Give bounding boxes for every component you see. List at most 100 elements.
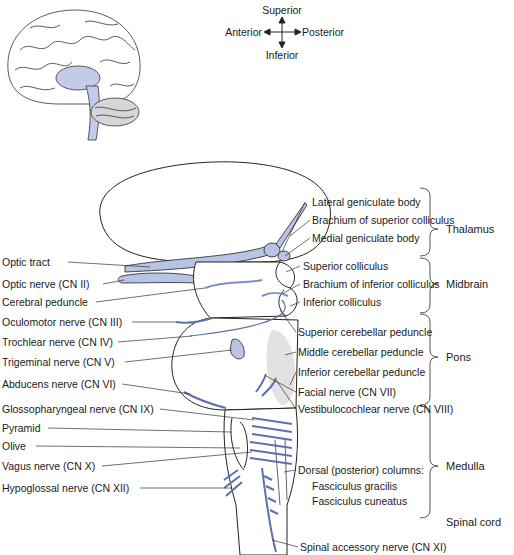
- cranial-nerves-part: [262, 378, 276, 396]
- orientation-compass-part: [279, 17, 285, 23]
- midbrain-shape-part: [205, 280, 262, 288]
- leader-lines-part: [103, 280, 124, 284]
- cranial-nerves-part: [264, 476, 278, 514]
- leader-lines-part: [282, 284, 300, 294]
- leader-lines-part: [160, 409, 254, 420]
- midbrain-shape-part: [194, 262, 298, 318]
- nerve-label: Oculomotor nerve (CN III): [2, 316, 122, 328]
- orientation-compass: [264, 17, 301, 48]
- structure-label: Middle cerebellar peduncle: [298, 346, 424, 358]
- cranial-nerves-part: [224, 470, 242, 496]
- nerve-label: Abducens nerve (CN VI): [2, 378, 116, 390]
- medulla-shape-part: [231, 418, 244, 470]
- structure-label: Superior colliculus: [303, 260, 388, 272]
- brain-thumbnail-part: [95, 107, 136, 118]
- region-label: Thalamus: [446, 223, 494, 235]
- structure-label: Optic tract: [2, 256, 50, 268]
- leader-lines-part: [125, 350, 232, 362]
- nerve-label: Trigeminal nerve (CN V): [2, 356, 115, 368]
- medulla-shape-part: [240, 422, 247, 468]
- cranial-nerves-part: [184, 392, 226, 408]
- structure-label: Superior cerebellar peduncle: [298, 326, 432, 338]
- nerve-label: Glossopharyngeal nerve (CN IX): [2, 403, 154, 415]
- structure-label: Medial geniculate body: [312, 232, 419, 244]
- cranial-nerves-part: [250, 442, 292, 464]
- structure-label: Inferior cerebellar peduncle: [298, 366, 425, 378]
- leader-lines-part: [102, 452, 252, 466]
- midbrain-shape: [194, 262, 298, 318]
- region-label: Pons: [446, 351, 471, 363]
- pons-shape: [172, 318, 298, 410]
- region-brackets-part: [420, 406, 438, 518]
- direction-label: Superior: [262, 4, 302, 16]
- structure-label: Fasciculus cuneatus: [312, 495, 407, 507]
- brain-thumbnail-part: [8, 10, 140, 104]
- structure-label: Lateral geniculate body: [312, 196, 421, 208]
- leader-lines: [36, 202, 310, 547]
- leader-lines-part: [48, 428, 232, 432]
- structure-label: Brachium of superior colliculus: [312, 214, 454, 226]
- leader-lines-part: [286, 266, 300, 272]
- cranial-nerves-part: [256, 374, 266, 392]
- pons-shape-part: [230, 339, 244, 359]
- structure-label: Olive: [2, 440, 26, 452]
- medulla-shape-part: [224, 408, 298, 555]
- leader-lines-part: [276, 380, 296, 409]
- leader-lines-part: [285, 352, 296, 355]
- nerve-label: Trochlear nerve (CN IV): [2, 336, 113, 348]
- structure-label: Dorsal (posterior) columns:: [298, 464, 424, 476]
- orientation-compass-part: [264, 29, 270, 35]
- brain-thumbnail: [8, 10, 140, 140]
- leader-lines-part: [280, 310, 296, 332]
- optic-pathway-part: [278, 251, 290, 261]
- direction-label: Anterior: [225, 26, 262, 38]
- leader-lines-part: [290, 372, 296, 385]
- leader-lines-part: [68, 262, 150, 267]
- midbrain-shape-part: [276, 262, 290, 288]
- thalamus-shape-part: [100, 162, 331, 262]
- midbrain-shape-part: [262, 293, 288, 296]
- leader-lines-part: [284, 470, 296, 472]
- pons-shape-part: [267, 330, 296, 405]
- cranial-nerves-part: [262, 468, 276, 552]
- region-label: Midbrain: [446, 278, 488, 290]
- optic-pathway-part: [118, 273, 196, 283]
- optic-pathway-part: [276, 203, 307, 248]
- region-label: Spinal cord: [446, 516, 501, 528]
- leader-lines-part: [132, 322, 176, 323]
- orientation-compass-part: [279, 42, 285, 48]
- leader-lines-part: [122, 384, 190, 394]
- pons-shape-part: [172, 318, 298, 410]
- orientation-compass-part: [267, 32, 298, 33]
- structure-label: Pyramid: [2, 422, 41, 434]
- direction-label: Inferior: [266, 49, 299, 61]
- nerve-label: Spinal accessory nerve (CN XI): [300, 541, 446, 553]
- leader-lines-part: [272, 540, 298, 547]
- cranial-nerves: [176, 300, 292, 552]
- nerve-label: Vagus nerve (CN X): [2, 460, 95, 472]
- cranial-nerves-part: [176, 318, 212, 323]
- leader-lines-part: [285, 238, 310, 256]
- brain-thumbnail-part: [91, 98, 139, 126]
- nerve-label: Vestibulocochlear nerve (CN VIII): [298, 403, 453, 415]
- leader-lines-part: [140, 488, 232, 489]
- nerve-label: Optic nerve (CN II): [2, 278, 90, 290]
- nerve-label: Facial nerve (CN VII): [298, 386, 396, 398]
- orientation-compass-part: [295, 29, 301, 35]
- leader-lines-part: [96, 288, 205, 302]
- nerve-label: Hypoglossal nerve (CN XII): [2, 482, 129, 494]
- medulla-shape: [224, 408, 298, 555]
- leader-lines-part: [290, 220, 310, 236]
- structure-label: Fasciculus gracilis: [312, 480, 397, 492]
- thalamus-shape: [100, 162, 331, 262]
- structure-label: Cerebral peduncle: [2, 296, 88, 308]
- medulla-shape-part: [275, 440, 287, 505]
- leader-lines-part: [36, 446, 240, 448]
- leader-lines-part: [266, 376, 296, 392]
- structure-label: Inferior colliculus: [303, 296, 381, 308]
- brain-thumbnail-part: [30, 21, 130, 64]
- cranial-nerves-part: [252, 418, 292, 440]
- brain-thumbnail-part: [20, 36, 135, 50]
- structure-label: Brachium of inferior colliculus: [303, 278, 440, 290]
